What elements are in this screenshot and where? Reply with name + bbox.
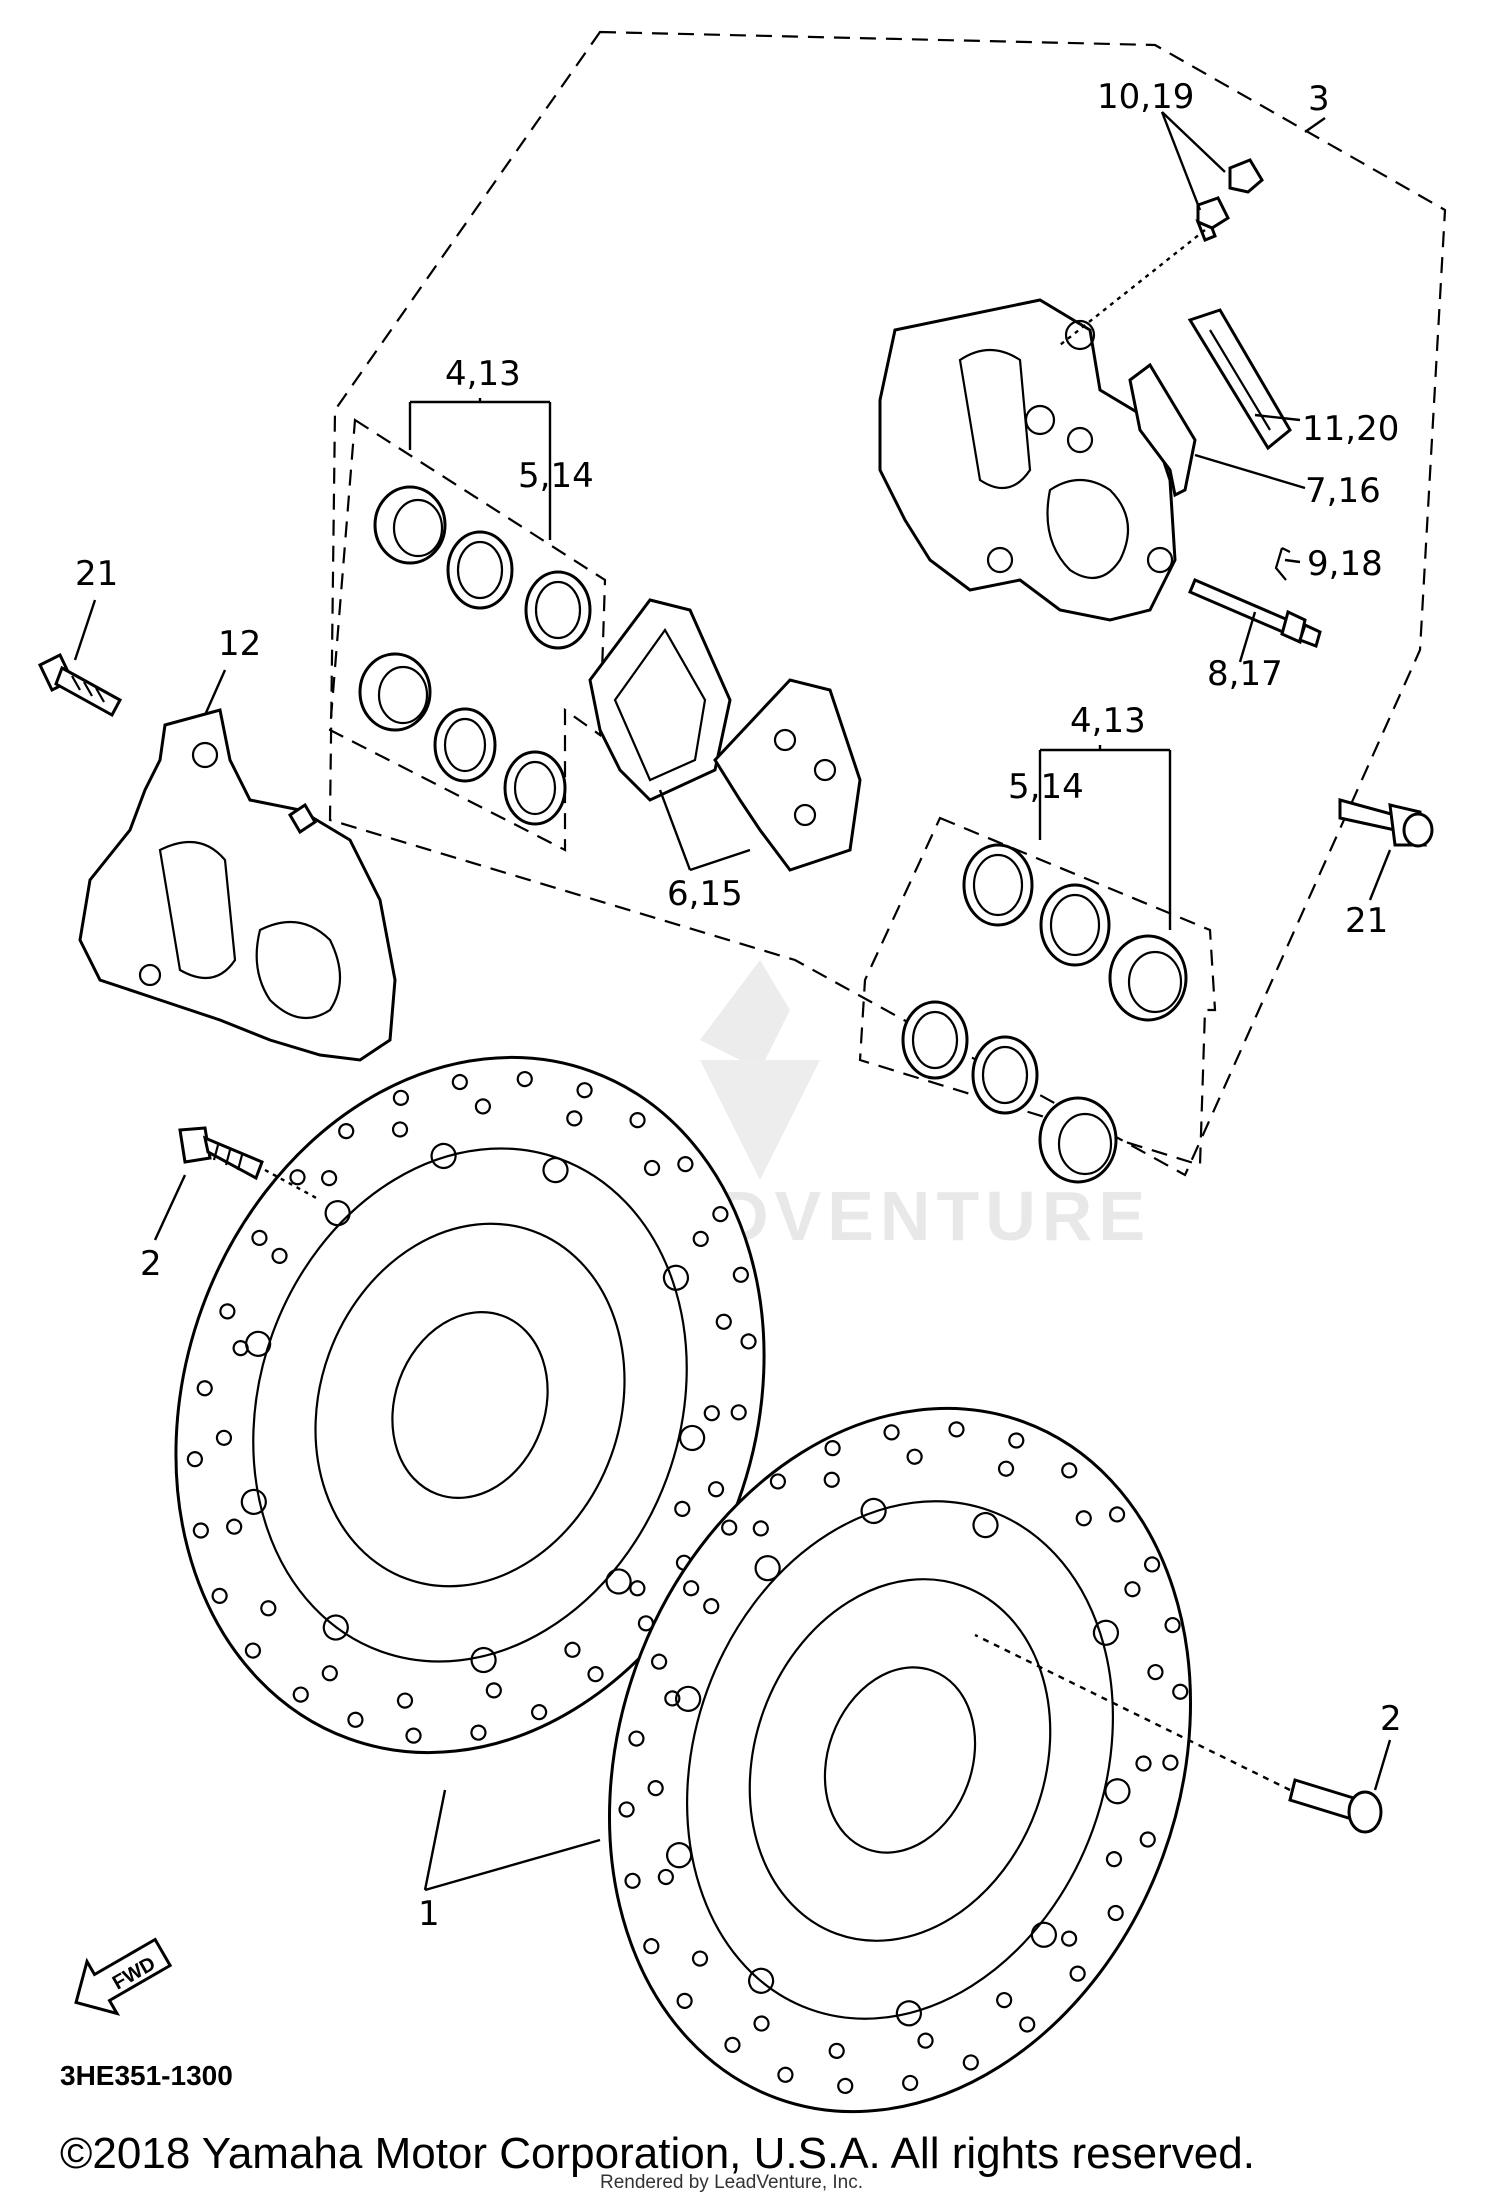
callout-10-19: 10,19 [1097,77,1194,117]
callout-5-14-right: 5,14 [1008,767,1084,807]
callout-2-right: 2 [1380,1699,1402,1739]
bolt-2-left [178,1126,264,1181]
callout-2-left: 2 [140,1244,162,1284]
callout-1: 1 [418,1894,440,1934]
fwd-arrow-icon: FWD [74,1937,173,2016]
seal-kit-boundary-top [328,418,607,852]
callout-9-18: 9,18 [1307,544,1383,584]
pistons-top [358,485,447,732]
callout-4-13-right: 4,13 [1070,701,1146,741]
callout-8-17: 8,17 [1207,654,1283,694]
callout-21-left: 21 [75,554,118,594]
callout-21-right: 21 [1345,901,1388,941]
brake-disc-right [608,1406,1192,2114]
pistons-right [1038,934,1188,1184]
callout-12: 12 [218,624,261,664]
callout-5-14-top: 5,14 [518,456,594,496]
callout-11-20: 11,20 [1302,409,1399,449]
bleeder-screw [1195,158,1264,242]
pad-support [1128,362,1197,498]
callout-7-16: 7,16 [1305,471,1381,511]
seals-right [901,843,1111,1115]
bolt-2-right [1288,1778,1383,1834]
copyright-notice: ©2018 Yamaha Motor Corporation, U.S.A. A… [60,2129,1255,2178]
callout-3: 3 [1308,79,1330,119]
brake-pads [588,598,862,872]
bolt-21-right [1338,798,1434,848]
leader-lines [73,111,1392,1892]
callout-6-15: 6,15 [667,874,743,914]
seals-top [433,530,592,826]
brake-disc-left [174,1055,766,1755]
diagram-code: 3HE351-1300 [60,2060,233,2091]
rendered-by: Rendered by LeadVenture, Inc. [600,2172,863,2193]
pad-pin [1188,578,1322,648]
watermark-logo [700,960,820,1180]
pin-clip [1274,547,1291,581]
caliper-group-boundary [328,30,1447,1177]
left-caliper [78,708,397,1062]
bolt-21-left [38,652,123,718]
right-caliper [878,298,1177,622]
callout-4-13-top: 4,13 [445,354,521,394]
